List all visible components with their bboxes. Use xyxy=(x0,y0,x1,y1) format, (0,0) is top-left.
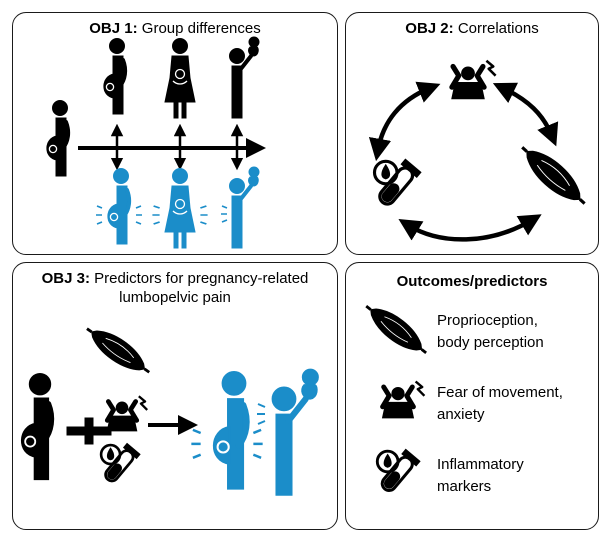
obj3-outcome xyxy=(190,369,318,495)
pregnant-woman-icon xyxy=(101,36,128,116)
muscle-icon xyxy=(512,136,595,215)
holding-baby-pain-icon xyxy=(221,165,261,250)
legend-icons xyxy=(358,296,435,497)
blood-tube-icon xyxy=(99,442,142,487)
pregnant-woman-pain-icon xyxy=(95,166,143,246)
obj2-artwork xyxy=(368,61,595,242)
obj1-pain-group xyxy=(95,165,261,250)
fear-anxiety-icon xyxy=(383,382,425,418)
panel-title-outcomes: Outcomes/predictors xyxy=(396,273,548,290)
legend-label-proprioception: Proprioception,body perception xyxy=(437,312,544,351)
pregnant-woman-icon xyxy=(22,374,52,480)
panel-title-obj1: OBJ 1: Group differences xyxy=(89,20,261,37)
breastfeeding-woman-pain-icon xyxy=(151,167,209,249)
correlation-arrow xyxy=(368,81,441,162)
muscle-icon xyxy=(79,318,157,383)
panel-title-obj2: OBJ 2: Correlations xyxy=(405,20,539,37)
fear-anxiety-icon xyxy=(452,61,496,99)
legend-label-fear: Fear of movement,anxiety xyxy=(437,384,563,423)
pregnant-woman-icon xyxy=(44,98,71,178)
breastfeeding-woman-icon xyxy=(164,37,196,119)
plus-icon xyxy=(66,417,112,445)
blood-tube-icon xyxy=(372,157,423,211)
fear-anxiety-icon xyxy=(107,396,147,431)
pregnant-woman-pain-icon xyxy=(190,372,264,489)
obj3-artwork xyxy=(22,318,198,487)
blood-tube-icon xyxy=(375,447,422,497)
holding-baby-pain-icon xyxy=(257,369,318,495)
correlation-arrow xyxy=(398,214,542,242)
correlation-arrow xyxy=(492,82,559,147)
muscle-icon xyxy=(358,296,435,363)
panel-title-obj3: OBJ 3: Predictors for pregnancy-related … xyxy=(41,270,309,306)
holding-baby-icon xyxy=(227,35,261,120)
obj1-artwork xyxy=(44,35,266,178)
